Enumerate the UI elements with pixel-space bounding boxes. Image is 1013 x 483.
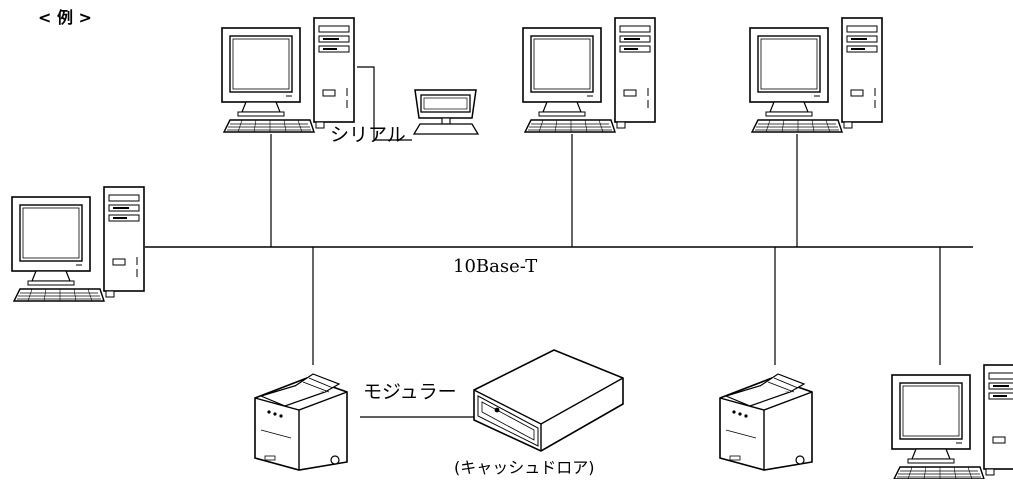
example-heading: < 例 > (38, 8, 92, 27)
receipt-printer (254, 373, 348, 471)
pc-terminal (11, 186, 145, 302)
network-bus-label: 10Base-T (453, 256, 538, 277)
modular-connection-label: モジュラー (363, 381, 457, 403)
serial-connection-label: シリアル (330, 124, 406, 146)
pc-terminal (749, 17, 883, 133)
pc-terminal (891, 364, 1013, 480)
cash-drawer (473, 349, 624, 452)
pc-terminal (221, 17, 355, 133)
customer-display (412, 89, 480, 135)
cash-drawer-label: (キャッシュドロア) (454, 458, 595, 477)
receipt-printer (719, 373, 813, 471)
pc-terminal (522, 17, 656, 133)
